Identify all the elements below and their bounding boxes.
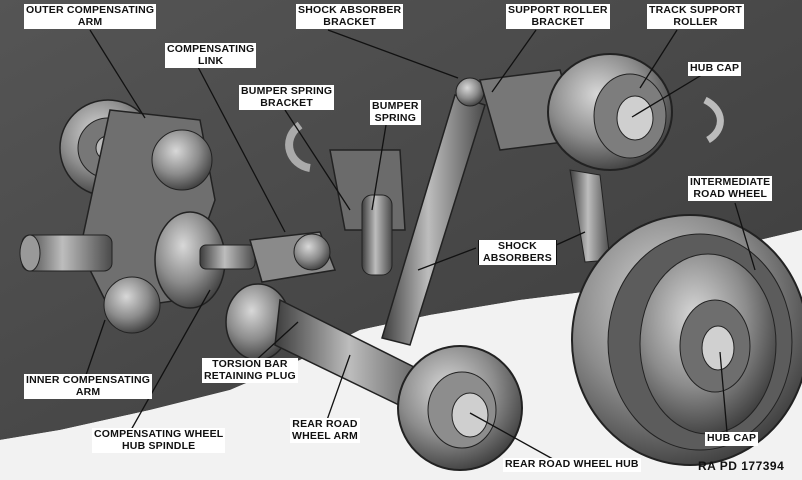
label-intermediate-road-wheel: INTERMEDIATE ROAD WHEEL bbox=[688, 176, 773, 201]
hub-spindle bbox=[199, 244, 256, 270]
label-rear-road-wheel-hub: REAR ROAD WHEEL HUB bbox=[503, 458, 641, 472]
label-hub-cap-top: HUB CAP bbox=[688, 62, 742, 76]
label-hub-cap-bottom: HUB CAP bbox=[705, 432, 759, 446]
inner-arm-hub bbox=[103, 276, 161, 334]
rear-road-wheel-hub bbox=[397, 345, 523, 471]
label-shock-absorbers: SHOCK ABSORBERS bbox=[478, 240, 557, 265]
label-rear-road-wheel-arm: REAR ROAD WHEEL ARM bbox=[290, 418, 360, 443]
label-inner-compensating-arm: INNER COMPENSATING ARM bbox=[24, 374, 153, 399]
label-track-support-roller: TRACK SUPPORT ROLLER bbox=[647, 4, 745, 29]
label-bumper-spring: BUMPER SPRING bbox=[370, 100, 421, 125]
intermediate-road-wheel bbox=[571, 214, 802, 466]
bumper-spring bbox=[361, 194, 393, 276]
label-torsion-bar-retaining-plug: TORSION BAR RETAINING PLUG bbox=[202, 358, 298, 383]
track-support-roller bbox=[547, 53, 673, 171]
reference-number: RA PD 177394 bbox=[698, 459, 785, 473]
label-support-roller-bracket: SUPPORT ROLLER BRACKET bbox=[506, 4, 610, 29]
arm-dome bbox=[151, 129, 213, 191]
leader-lines bbox=[84, 29, 756, 464]
label-outer-compensating-arm: OUTER COMPENSATING ARM bbox=[24, 4, 157, 29]
label-bumper-spring-bracket: BUMPER SPRING BRACKET bbox=[239, 85, 335, 110]
label-shock-absorber-bracket: SHOCK ABSORBER BRACKET bbox=[296, 4, 404, 29]
label-compensating-link: COMPENSATING LINK bbox=[165, 43, 257, 68]
label-compensating-wheel-hub-spindle: COMPENSATING WHEEL HUB SPINDLE bbox=[92, 428, 226, 453]
